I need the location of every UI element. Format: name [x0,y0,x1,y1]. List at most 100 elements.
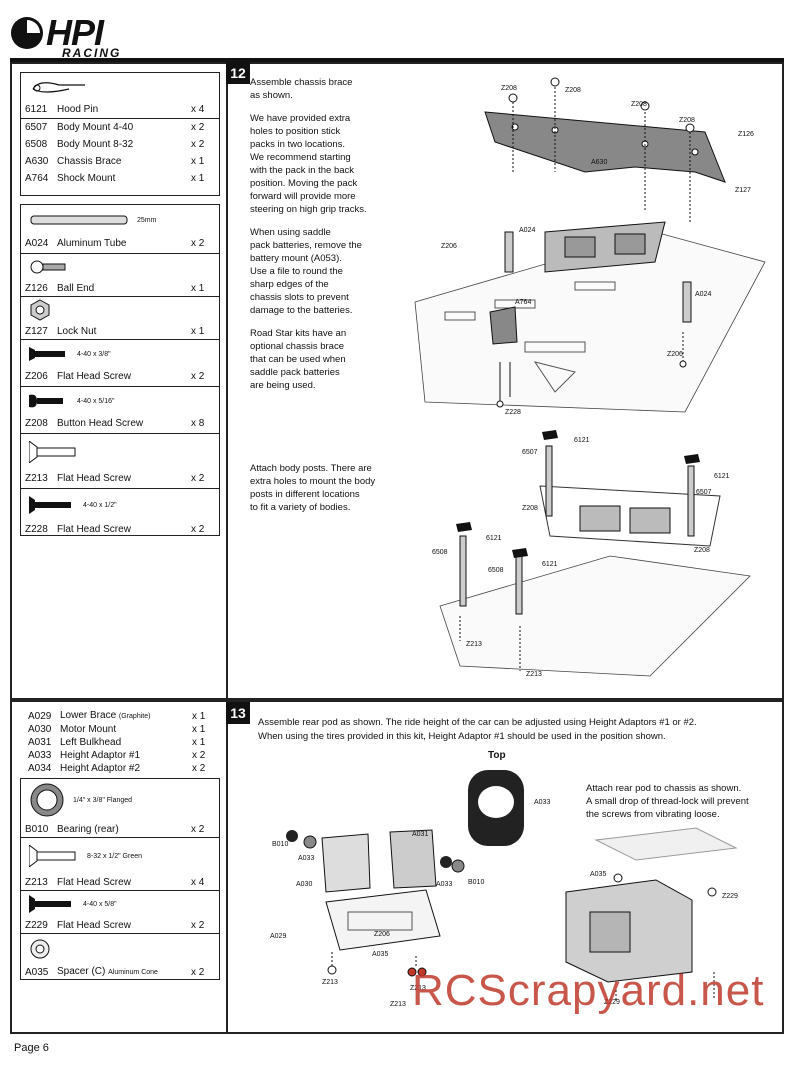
part-spec: 4-40 x 5/16" [77,397,115,405]
flat-head-screw-icon [29,441,76,463]
svg-text:A630: A630 [591,159,607,166]
hpi-racing-logo: HPI RACING [10,12,140,60]
svg-text:6507: 6507 [522,449,538,456]
svg-text:Z213: Z213 [410,985,426,992]
part-spec: 8-32 x 1/2" Green [87,852,143,860]
instruction-line: packs in two locations. [250,139,346,150]
step-13-instruction-line-1: Assemble rear pod as shown. The ride hei… [258,717,697,728]
spacer-icon [30,939,50,959]
part-spec: 25mm [137,216,157,224]
instruction-line: battery mount (A053). [250,253,342,264]
lock-nut-icon [30,299,50,321]
svg-text:Z228: Z228 [505,409,521,416]
svg-text:A033: A033 [534,799,550,806]
step-13-instruction-line-2: When using the tires provided in this ki… [258,731,666,742]
svg-text:6121: 6121 [542,561,558,568]
rear-pod-diagram: A033 B010 A033 A031 A030 A033 B010 A029 … [270,770,738,1008]
instruction-line: posts in different locations [250,489,360,500]
svg-text:A764: A764 [515,299,531,306]
flat-head-screw-image: 4-40 x 1/2" [21,489,219,521]
header-rule [10,58,784,62]
flat-head-screw-icon [29,347,65,361]
step-12-divider [226,62,228,700]
svg-text:Z229: Z229 [722,893,738,900]
brand-sub: RACING [62,46,122,60]
svg-text:B010: B010 [272,841,288,848]
svg-text:Z213: Z213 [526,671,542,678]
svg-text:Z127: Z127 [735,187,751,194]
svg-text:Z213: Z213 [390,1001,406,1008]
step-13-divider [226,700,228,1034]
watermark: RCScrapyard.net [412,966,765,1015]
instruction-line: damage to the batteries. [250,305,353,316]
instruction-line: saddle pack batteries [250,367,340,378]
svg-text:Z206: Z206 [374,931,390,938]
instruction-line: Attach rear pod to chassis as shown. [586,783,742,794]
flat-head-screw-icon [29,845,76,867]
button-head-screw-icon [29,394,63,408]
bearing-icon [30,783,64,817]
spacer-image [21,934,219,964]
flat-head-screw-image: 8-32 x 1/2" Green [21,838,219,874]
instruction-line: are being used. [250,380,316,391]
brand-name: HPI [46,12,104,53]
svg-text:Z213: Z213 [466,641,482,648]
svg-text:Z208: Z208 [501,85,517,92]
instruction-line: When using saddle [250,227,331,238]
part-spec: 1/4" x 3/8" Flanged [73,796,133,804]
step-12-number: 12 [226,62,250,84]
svg-text:6507: 6507 [696,489,712,496]
chassis-brace-diagram: Z208 Z208 Z208 Z208 Z126 A630 Z127 A024 … [414,77,766,416]
instruction-line: the screws from vibrating loose. [586,809,720,820]
step-13-number: 13 [226,702,250,724]
instruction-line: extra holes to mount the body [250,476,376,487]
svg-text:A024: A024 [695,291,711,298]
svg-text:6508: 6508 [488,567,504,574]
svg-text:Z208: Z208 [694,547,710,554]
instruction-line: A small drop of thread-lock will prevent [586,796,749,807]
svg-text:Z126: Z126 [738,131,754,138]
instruction-line: holes to position stick [250,126,341,137]
instruction-line: to fit a variety of bodies. [250,502,351,513]
instruction-line: that can be used when [250,354,346,365]
svg-text:Z208: Z208 [565,87,581,94]
instruction-line: optional chassis brace [250,341,344,352]
instruction-line: Assemble chassis brace [250,77,353,88]
flat-head-screw-icon [29,895,71,913]
svg-text:Z208: Z208 [631,101,647,108]
svg-text:Z206: Z206 [441,243,457,250]
svg-text:B010: B010 [468,879,484,886]
instruction-line: Use a file to round the [250,266,343,277]
step-12-panel [10,62,784,700]
instruction-line: We recommend starting [250,152,351,163]
svg-text:6121: 6121 [486,535,502,542]
svg-text:6121: 6121 [714,473,730,480]
instruction-line: We have provided extra [250,113,351,124]
instruction-line [250,216,400,226]
instruction-line: sharp edges of the [250,279,329,290]
instruction-line: Attach body posts. There are [250,463,372,474]
